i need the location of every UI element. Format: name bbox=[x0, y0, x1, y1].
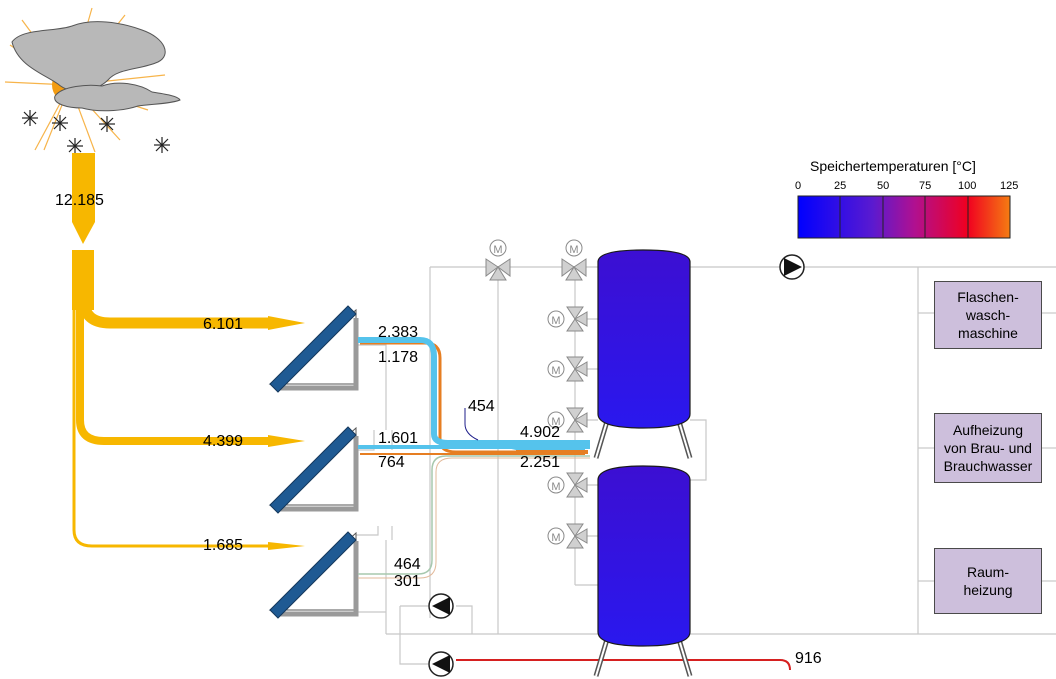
collector-upper-value: 1.601 bbox=[378, 430, 419, 447]
pump-icon bbox=[428, 651, 454, 677]
solar-collector bbox=[268, 531, 359, 619]
collector-lower-value: 1.178 bbox=[378, 349, 419, 366]
temperature-legend-bar bbox=[797, 195, 1011, 239]
pump-icon bbox=[779, 254, 805, 280]
cloud-icon bbox=[54, 82, 181, 112]
consumer-bottle-washer: Flaschen- wasch- maschine bbox=[934, 281, 1042, 349]
storage-tank-upper bbox=[593, 249, 693, 459]
solar-branch-value: 6.101 bbox=[203, 316, 244, 333]
zone-valve-icon: M M M M M bbox=[547, 306, 588, 549]
storage-input-value: 4.902 bbox=[520, 424, 561, 441]
svg-text:M: M bbox=[569, 244, 578, 256]
collector-lower-value: 301 bbox=[394, 573, 421, 590]
svg-text:M: M bbox=[551, 532, 560, 544]
svg-text:M: M bbox=[493, 244, 502, 256]
solar-branch-arrowheads bbox=[268, 316, 305, 550]
solar-branch-value: 1.685 bbox=[203, 537, 244, 554]
return-line-value: 916 bbox=[795, 650, 822, 667]
solar-branch-flows bbox=[72, 250, 270, 548]
solar-collector bbox=[268, 305, 359, 393]
svg-text:M: M bbox=[551, 315, 560, 327]
consumer-label: Raum- heizung bbox=[963, 564, 1013, 598]
mixing-valve-icon: M bbox=[485, 239, 511, 281]
legend-title: Speichertemperaturen [°C] bbox=[810, 158, 976, 174]
collector-flow-lines bbox=[358, 337, 791, 671]
svg-text:M: M bbox=[551, 365, 560, 377]
pump-icon bbox=[428, 593, 454, 619]
legend-tick: 100 bbox=[958, 180, 977, 192]
snowflake-icon bbox=[22, 110, 170, 154]
legend-tick: 25 bbox=[834, 180, 847, 192]
collector-lower-value: 764 bbox=[378, 454, 405, 471]
solar-total-value: 12.185 bbox=[55, 192, 104, 209]
collector-upper-value: 464 bbox=[394, 556, 421, 573]
storage-tank-lower bbox=[593, 465, 693, 677]
storage-loss-value: 454 bbox=[468, 398, 495, 415]
legend-tick: 125 bbox=[1000, 180, 1019, 192]
legend-tick: 0 bbox=[795, 180, 802, 192]
consumer-space-heating: Raum- heizung bbox=[934, 548, 1042, 614]
consumer-label: Flaschen- wasch- maschine bbox=[957, 289, 1019, 341]
svg-text:M: M bbox=[551, 416, 560, 428]
mixing-valve-icon: M bbox=[561, 239, 587, 281]
svg-text:M: M bbox=[551, 481, 560, 493]
solar-input-arrow bbox=[72, 153, 95, 244]
collector-upper-value: 2.383 bbox=[378, 324, 419, 341]
legend-tick: 50 bbox=[877, 180, 890, 192]
consumer-label: Aufheizung von Brau- und Brauchwasser bbox=[943, 422, 1033, 474]
legend-tick: 75 bbox=[919, 180, 932, 192]
solar-collector bbox=[268, 426, 359, 514]
storage-output-value: 2.251 bbox=[520, 454, 561, 471]
solar-branch-value: 4.399 bbox=[203, 433, 244, 450]
consumer-brewing-water-heating: Aufheizung von Brau- und Brauchwasser bbox=[934, 413, 1042, 483]
cloud-icon bbox=[11, 21, 166, 92]
